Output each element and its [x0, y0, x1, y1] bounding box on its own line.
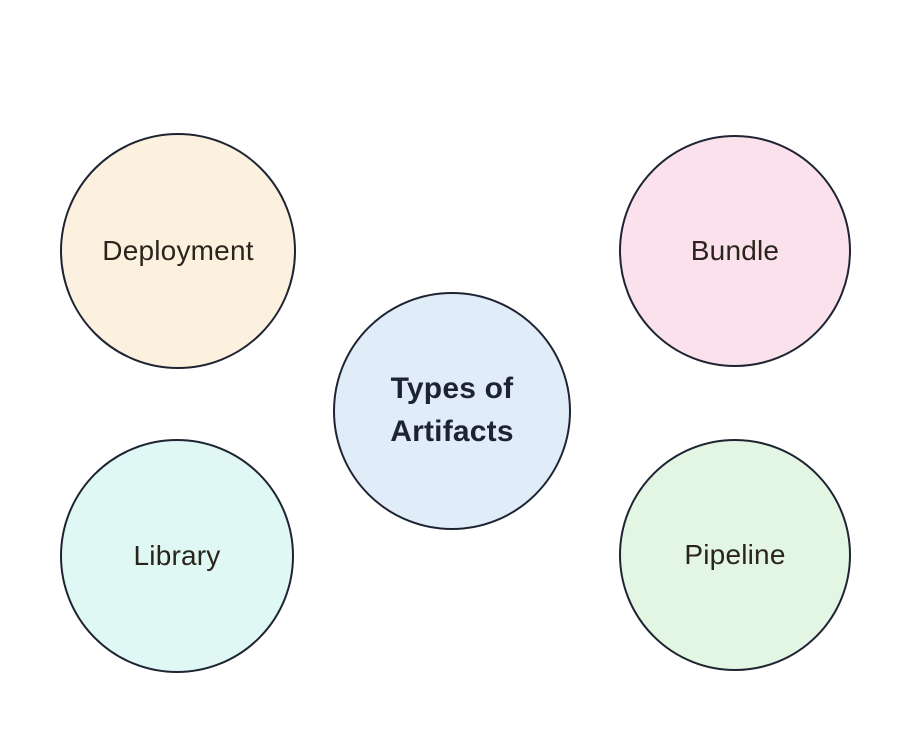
node-deployment: Deployment: [60, 133, 296, 369]
node-library: Library: [60, 439, 294, 673]
node-bundle-label: Bundle: [690, 235, 780, 267]
node-types-of-artifacts-label: Types of Artifacts: [390, 372, 514, 448]
node-pipeline: Pipeline: [619, 439, 851, 671]
node-pipeline-label: Pipeline: [684, 539, 786, 571]
node-types-of-artifacts: Types of Artifacts: [333, 292, 571, 530]
node-library-label: Library: [133, 540, 221, 572]
node-deployment-label: Deployment: [102, 235, 254, 267]
node-bundle: Bundle: [619, 135, 851, 367]
